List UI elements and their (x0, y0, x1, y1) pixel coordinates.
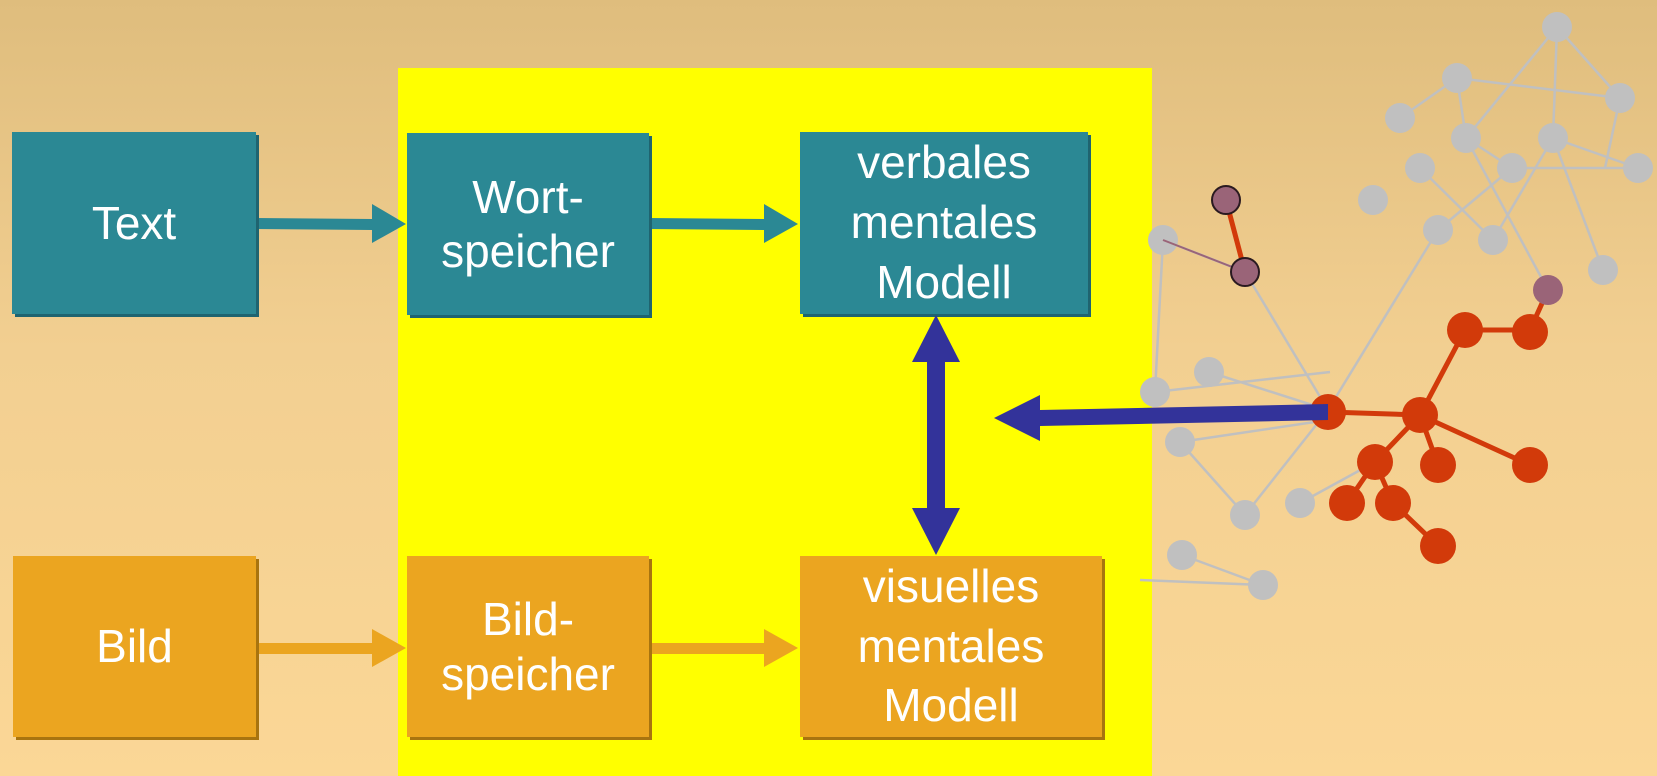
network-to-model-arrow (994, 395, 1328, 441)
network-red-nodes (1310, 312, 1548, 564)
network-gray-nodes (1140, 12, 1653, 600)
arrow-bildspeicher-to-visual (648, 629, 798, 667)
network-purple-nodes (1211, 185, 1563, 305)
arrow-bild-to-bildspeicher (256, 629, 406, 667)
bidirectional-model-arrow (912, 315, 960, 555)
arrow-text-to-wortspeicher (256, 204, 406, 243)
arrow-wortspeicher-to-verbal (648, 204, 798, 243)
